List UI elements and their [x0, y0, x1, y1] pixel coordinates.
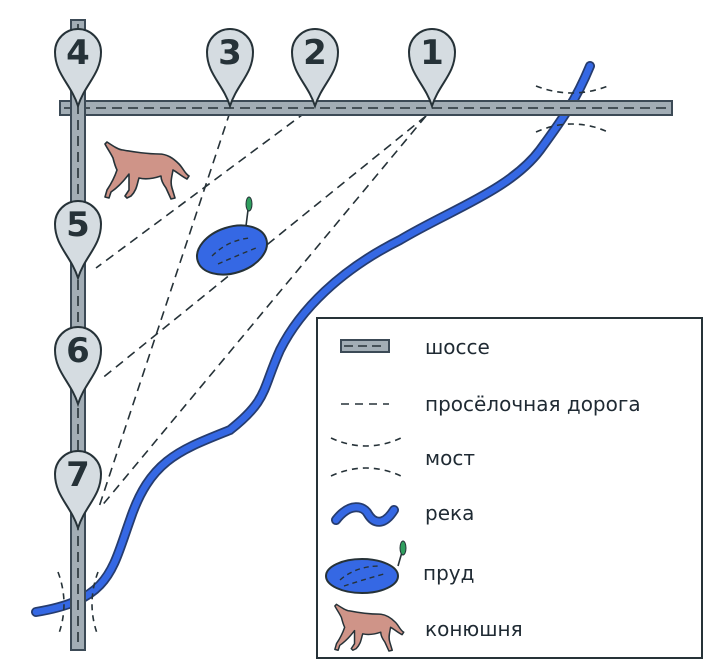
legend-label-dirt-road: просёлочная дорога — [425, 392, 641, 416]
dirt-road-2-5 — [95, 111, 307, 269]
dirt-roads — [95, 111, 427, 511]
pin-2: 2 — [290, 28, 340, 110]
legend-label-stable: конюшня — [425, 617, 523, 641]
highway-top — [59, 100, 673, 116]
river — [31, 61, 595, 617]
bridge-top — [535, 85, 609, 133]
pin-3: 3 — [205, 28, 255, 110]
pin-5-label: 5 — [66, 205, 90, 245]
legend: шоссе просёлочная дорога мост река пруд … — [316, 317, 703, 659]
legend-label-river: река — [425, 501, 474, 525]
pin-7-label: 7 — [66, 455, 90, 495]
pin-5: 5 — [53, 200, 103, 282]
pin-6: 6 — [53, 326, 103, 408]
pond-icon — [325, 540, 407, 594]
pin-4: 4 — [53, 28, 103, 110]
legend-box — [316, 317, 703, 659]
legend-label-bridge: мост — [425, 446, 475, 470]
pin-1: 1 — [407, 28, 457, 110]
highway-icon — [340, 339, 390, 353]
legend-label-highway: шоссе — [425, 335, 490, 359]
legend-label-pond: пруд — [423, 561, 474, 585]
river-icon — [331, 502, 399, 527]
dirt-road-1-6 — [99, 115, 427, 381]
pin-2-label: 2 — [303, 33, 327, 73]
dirt-road-3-7 — [97, 111, 231, 511]
pond — [196, 196, 268, 276]
pin-4-label: 4 — [66, 33, 90, 73]
bridge-left — [57, 571, 99, 637]
dirt-road-1-7 — [99, 115, 427, 509]
pin-3-label: 3 — [218, 33, 242, 73]
bridge-icon — [330, 437, 402, 477]
pin-7: 7 — [53, 450, 103, 532]
pin-6-label: 6 — [66, 331, 90, 371]
pin-1-label: 1 — [420, 33, 444, 73]
horse-icon — [104, 141, 190, 200]
